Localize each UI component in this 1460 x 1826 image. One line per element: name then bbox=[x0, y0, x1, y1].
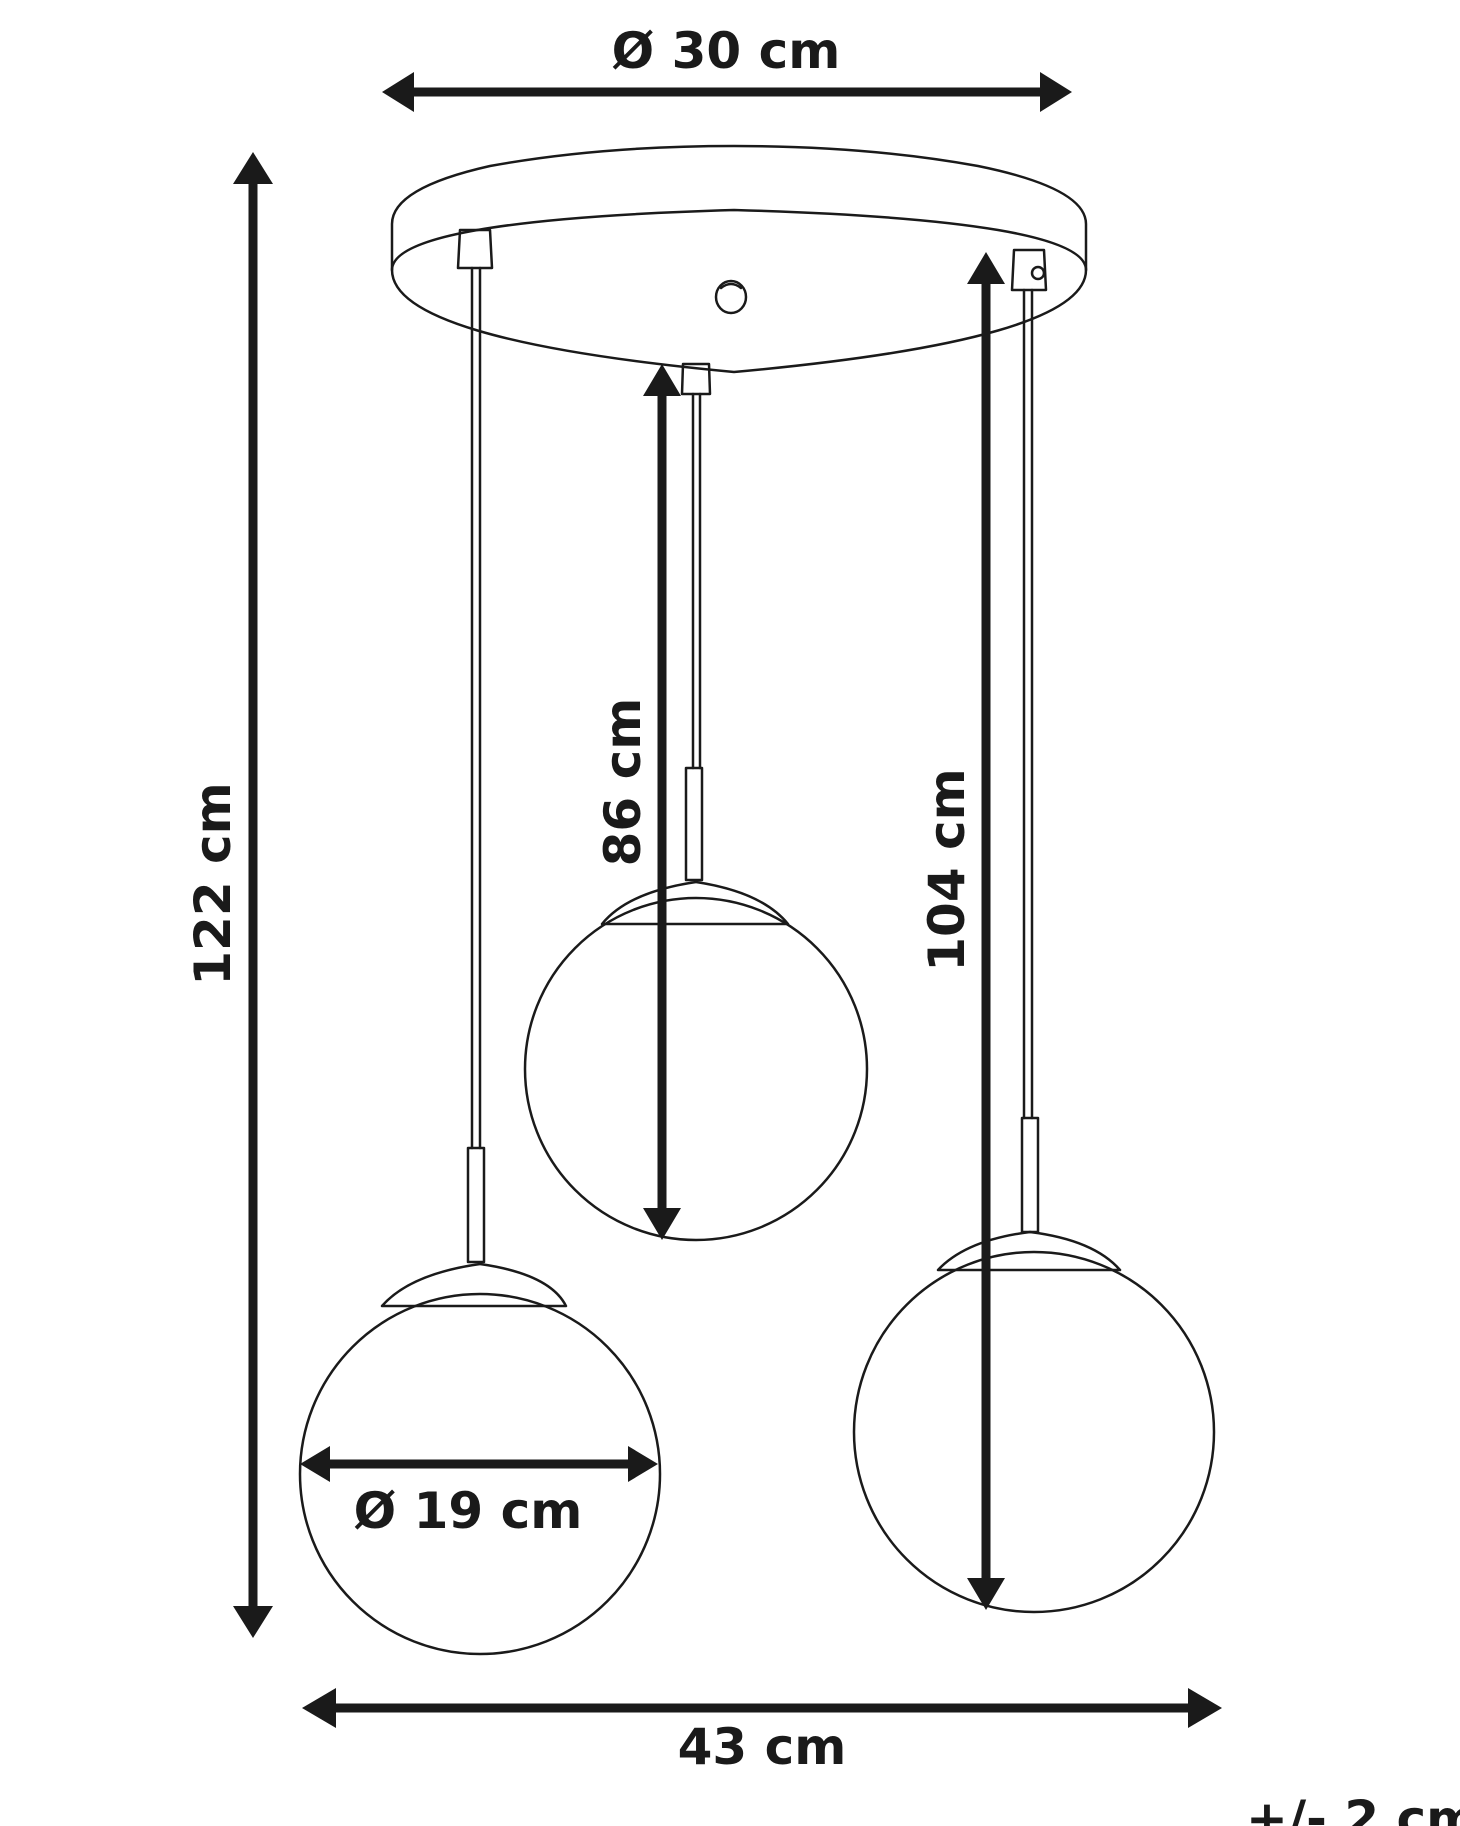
cable-grip-right bbox=[1010, 248, 1048, 292]
middle-drop-label: 86 cm bbox=[594, 698, 652, 867]
dimension-globe-diameter bbox=[300, 1446, 658, 1482]
canopy-diameter-label: Ø 30 cm bbox=[612, 22, 841, 80]
pendant-middle bbox=[523, 392, 869, 1242]
canopy-screw bbox=[714, 279, 748, 315]
globe-diameter-label: Ø 19 cm bbox=[354, 1482, 583, 1540]
dimension-middle-drop bbox=[643, 364, 681, 1240]
dimension-canopy-diameter bbox=[382, 72, 1072, 112]
cable-grip-left bbox=[456, 228, 494, 270]
pendant-right bbox=[852, 288, 1216, 1614]
dimension-total-width bbox=[302, 1688, 1222, 1728]
globe-middle bbox=[523, 896, 869, 1242]
ceiling-canopy bbox=[390, 144, 1088, 396]
pendant-left bbox=[298, 266, 662, 1656]
cable-grip-middle bbox=[680, 362, 712, 396]
total-width-label: 43 cm bbox=[678, 1718, 847, 1776]
globe-right bbox=[852, 1250, 1216, 1614]
tolerance-note: +/- 2 cm bbox=[1246, 1790, 1460, 1826]
dimension-right-drop bbox=[967, 252, 1005, 1610]
dimension-total-height bbox=[233, 152, 273, 1638]
total-height-label: 122 cm bbox=[184, 782, 242, 986]
globe-left bbox=[298, 1292, 662, 1656]
right-drop-label: 104 cm bbox=[918, 768, 976, 972]
